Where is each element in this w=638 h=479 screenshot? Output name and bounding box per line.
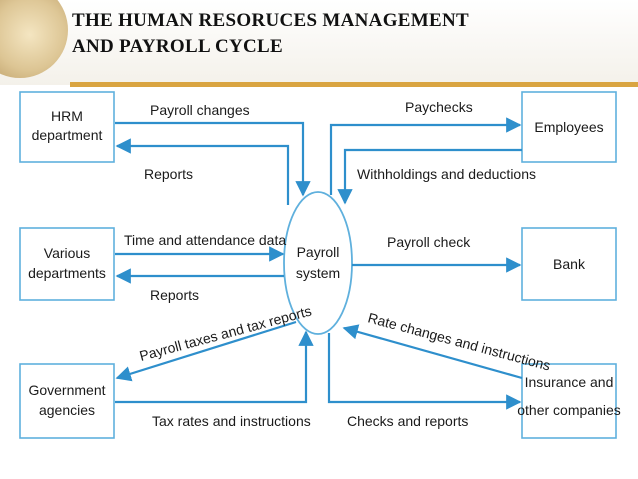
title-underline — [70, 82, 638, 87]
arrow-withholdings — [337, 148, 522, 205]
payroll-system-ellipse — [283, 191, 353, 335]
entity-box — [521, 91, 617, 163]
entity-label-line1: HRM — [51, 108, 83, 124]
entity-bank: Bank — [521, 227, 617, 301]
flow-label-payroll-taxes: Payroll taxes and tax reports — [138, 303, 314, 364]
flow-label-paychecks: Paychecks — [405, 99, 473, 115]
arrow-payroll-changes — [115, 121, 311, 197]
entity-box — [521, 227, 617, 301]
flow-label-time-attendance: Time and attendance data — [124, 232, 286, 248]
entity-box — [19, 227, 115, 301]
entity-label-line1: Insurance and — [525, 374, 614, 390]
entity-box — [521, 363, 617, 439]
entity-box — [19, 91, 115, 163]
arrow-tax-rates — [115, 330, 314, 404]
title-line-1: THE HUMAN RESORUCES MANAGEMENT — [72, 10, 469, 31]
entity-label-line2: other companies — [517, 402, 621, 418]
flow-label-tax-rates: Tax rates and instructions — [152, 413, 311, 429]
entity-label-line1: Employees — [534, 119, 603, 135]
entity-label-line2: agencies — [39, 402, 95, 418]
entity-box — [19, 363, 115, 439]
payroll-system-line2: system — [296, 265, 340, 281]
flow-label-withholdings: Withholdings and deductions — [357, 166, 536, 182]
entity-insurance: Insurance and other companies — [517, 363, 621, 439]
entity-employees: Employees — [521, 91, 617, 163]
entity-label-line1: Government — [28, 382, 105, 398]
flow-label-payroll-check: Payroll check — [387, 234, 471, 250]
entity-label-line2: department — [32, 127, 103, 143]
entity-various-departments: Various departments — [19, 227, 115, 301]
arrow-paychecks — [329, 117, 522, 195]
entity-government-agencies: Government agencies — [19, 363, 115, 439]
arrow-checks-reports — [327, 333, 522, 410]
payroll-system: Payroll system — [283, 191, 353, 335]
entity-label-line1: Various — [44, 245, 90, 261]
payroll-system-line1: Payroll — [297, 244, 340, 260]
entity-hrm-department: HRM department — [19, 91, 115, 163]
arrow-rate-changes — [342, 324, 523, 380]
entity-label-line1: Bank — [553, 256, 586, 272]
flow-label-reports-various: Reports — [150, 287, 199, 303]
arrow-payroll-taxes — [115, 320, 297, 382]
arrow-reports-to-hrm — [115, 138, 290, 205]
flow-label-payroll-changes: Payroll changes — [150, 102, 250, 118]
title-line-2: AND PAYROLL CYCLE — [72, 36, 283, 57]
slide-title: THE HUMAN RESORUCES MANAGEMENT AND PAYRO… — [72, 8, 592, 60]
flow-label-checks-reports: Checks and reports — [347, 413, 468, 429]
flow-label-reports-hrm: Reports — [144, 166, 193, 182]
entity-label-line2: departments — [28, 265, 106, 281]
title-bar — [0, 0, 638, 85]
